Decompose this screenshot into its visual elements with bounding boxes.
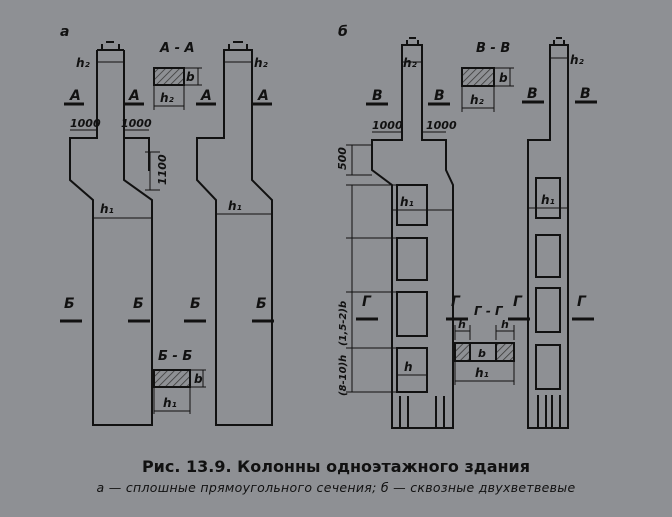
column-a2-bolt	[228, 41, 248, 50]
figure-caption-title: Рис. 13.9. Колонны одноэтажного здания	[141, 457, 531, 476]
section-bb-dim-h1: h₁	[163, 396, 177, 410]
mark-v-right: В	[580, 86, 591, 102]
dim-a1-h2-line	[96, 58, 125, 66]
section-vv-dim-b: b	[499, 71, 508, 85]
section-bb-dim-h1-line	[153, 387, 191, 414]
column-a1-bolt	[101, 41, 120, 50]
dim-b-step1: (1,5-2)b	[338, 301, 349, 346]
dim-a-1100-line	[145, 151, 160, 191]
opening-b1-2	[396, 237, 428, 281]
section-gg-title: Г - Г	[474, 304, 504, 318]
opening-b2-4	[535, 344, 561, 390]
dim-a2-h1: h₁	[228, 199, 242, 213]
section-gg-branch-right	[495, 342, 515, 362]
panel-a-letter: а	[60, 24, 69, 40]
dim-b1-h2: h₂	[403, 56, 418, 70]
mark-g-right: Г	[577, 294, 587, 310]
opening-b2-2	[535, 234, 561, 278]
mark-g-mid2: Г	[513, 294, 523, 310]
dim-a-1000-right: 1000	[121, 117, 152, 130]
section-aa-dim-b-line	[184, 67, 202, 86]
dim-b-1000-left: 1000	[372, 119, 403, 132]
section-vv-dim-b-line	[494, 67, 514, 87]
section-bb-dim-b: b	[194, 372, 203, 386]
dim-a-1100: 1100	[156, 154, 169, 185]
section-gg-dim-h1: h₁	[475, 366, 489, 380]
mark-b-right: Б	[256, 296, 267, 312]
column-b1-bolt	[406, 37, 419, 45]
mark-a-mid2: А	[200, 88, 212, 104]
mark-g-left: Г	[362, 294, 372, 310]
opening-b1-1	[396, 184, 428, 226]
column-b2-bolt	[553, 37, 565, 45]
section-aa-dim-h2: h₂	[160, 91, 175, 105]
section-vv-dim-h2: h₂	[470, 93, 485, 107]
column-b2-legs	[537, 395, 561, 428]
dim-b-500-line	[346, 144, 372, 176]
section-gg-dim-h-left: h	[458, 318, 466, 331]
section-aa-rect	[153, 67, 185, 86]
opening-b2-1	[535, 177, 561, 219]
figure-caption-subtitle: а — сплошные прямоугольного сечения; б —…	[96, 480, 576, 495]
section-gg-dim-b: b	[478, 347, 486, 360]
panel-b-letter: б	[338, 24, 348, 40]
section-gg-dim-h-lines	[454, 325, 515, 340]
dim-a2-h2: h₂	[254, 56, 269, 70]
dim-b-500: 500	[336, 147, 349, 170]
section-bb-rect	[153, 369, 191, 388]
dim-b-1000-right: 1000	[426, 119, 457, 132]
section-bb-title: Б - Б	[158, 349, 192, 364]
section-vv-rect	[461, 67, 495, 87]
dim-a1-h1: h₁	[100, 202, 114, 216]
dim-b2-h2: h₂	[570, 53, 585, 67]
mark-v-mid1: В	[434, 88, 445, 104]
section-bb-dim-b-line	[190, 369, 206, 388]
dim-b-vertical-chain	[346, 184, 397, 393]
column-b1-outline	[371, 44, 454, 429]
mark-b-mid1: Б	[133, 296, 144, 312]
column-b2-outline	[527, 44, 569, 429]
dim-b1-h1: h₁	[400, 195, 414, 209]
opening-b1-4	[396, 347, 428, 393]
column-a2-outline	[196, 49, 273, 426]
section-aa-dim-b: b	[186, 70, 195, 84]
opening-b1-3	[396, 291, 428, 337]
dim-b2-h1: h₁	[541, 193, 555, 207]
dim-b1-h: h	[404, 360, 413, 374]
section-aa-title: А - А	[159, 41, 195, 56]
dim-a1-h2: h₂	[76, 56, 91, 70]
column-a1-outline	[69, 50, 153, 426]
section-vv-dim-h2-line	[461, 86, 495, 112]
section-aa-dim-h2-line	[153, 85, 185, 110]
section-gg-branch-left	[454, 342, 471, 362]
section-vv-title: В - В	[476, 41, 510, 56]
column-b1-legs	[399, 396, 445, 428]
mark-a-right: А	[257, 88, 269, 104]
mark-b-left: Б	[64, 296, 75, 312]
mark-v-left: В	[372, 88, 383, 104]
dim-a-1000-left: 1000	[70, 117, 101, 130]
mark-b-mid2: Б	[190, 296, 201, 312]
mark-a-left: А	[69, 88, 81, 104]
mark-v-mid2: В	[527, 86, 538, 102]
mark-a-mid1: А	[128, 88, 140, 104]
section-gg-dim-h-right: h	[501, 318, 509, 331]
section-gg-dim-h1-line	[454, 361, 515, 385]
opening-b2-3	[535, 287, 561, 333]
mark-g-mid1: Г	[451, 294, 461, 310]
dim-b-step2: (8-10)h	[338, 355, 349, 396]
